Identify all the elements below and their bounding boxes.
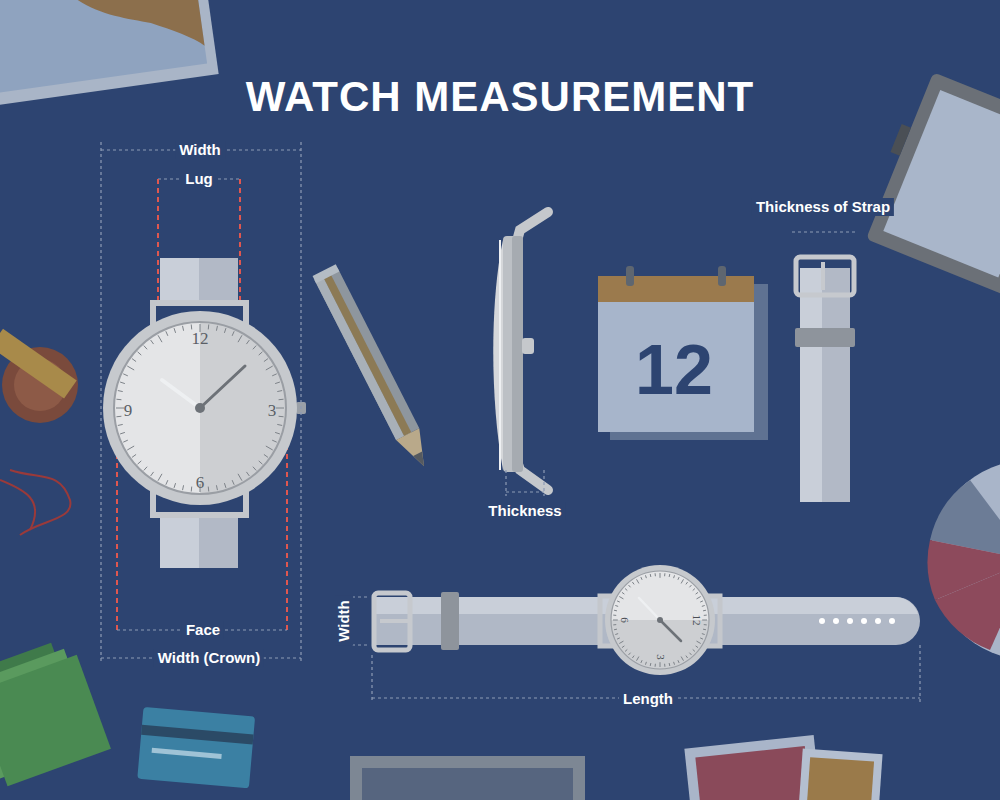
dimension-label: Width [335, 596, 353, 646]
calendar-icon: 12 [596, 262, 772, 444]
dial-numeral: 12 [192, 330, 209, 347]
dimension-label: Thickness [484, 502, 565, 520]
dial-numeral: 9 [124, 402, 133, 419]
watch-side [493, 212, 548, 496]
photo-decor [0, 0, 219, 107]
book-decor [0, 636, 111, 793]
dimension-label: Width (Crown) [154, 649, 264, 667]
dimension-lines [101, 142, 301, 662]
dimension-label: Length [619, 690, 677, 708]
dimension-label: Lug [181, 170, 217, 188]
laptop-decor [350, 756, 585, 800]
dial-numeral: 12 [691, 615, 702, 626]
dial-numeral: 3 [268, 402, 277, 419]
pie-chart-decor [928, 460, 1000, 660]
strap-single [792, 232, 855, 502]
dial-numeral: 6 [196, 474, 205, 491]
dimension-label: Thickness of Strap [752, 198, 894, 216]
title: WATCH MEASUREMENT [246, 73, 755, 121]
watch-dial: 12 6 3 [605, 565, 715, 675]
photos-decor [684, 735, 882, 800]
tablet-decor [857, 68, 1000, 295]
dial-numeral: 6 [619, 617, 630, 623]
dimension-label: Width [175, 141, 225, 159]
card-decor [137, 707, 255, 788]
dimension-label: Face [182, 621, 224, 639]
calendar-date: 12 [635, 335, 713, 405]
headphone-decor [0, 329, 78, 535]
dial-numeral: 3 [655, 654, 666, 660]
watch-dial: 12 9 3 6 [100, 308, 300, 508]
pencil-decor [313, 264, 436, 472]
